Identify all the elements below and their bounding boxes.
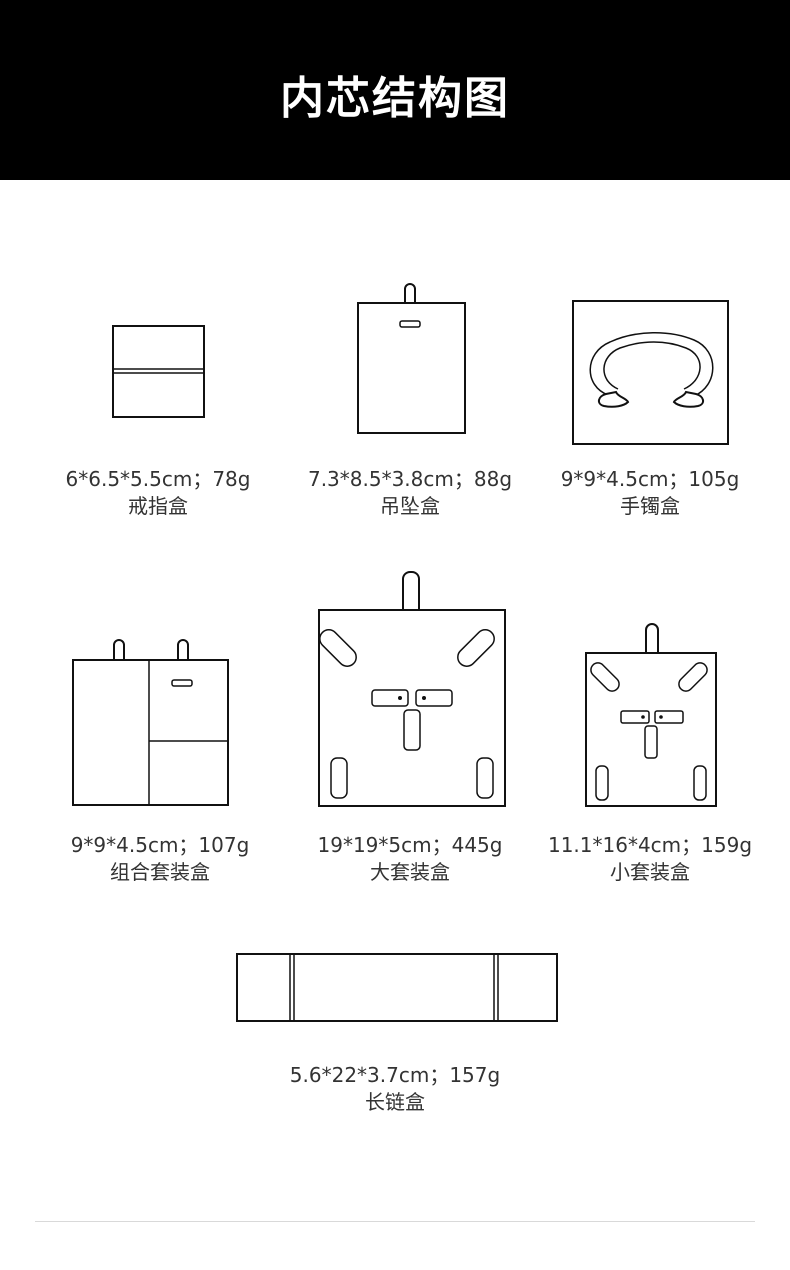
large-set-box-diagram (318, 571, 506, 807)
small-set-box-caption: 11.1*16*4cm；159g 小套装盒 (520, 832, 780, 886)
small-set-box-spec: 11.1*16*4cm；159g (547, 833, 753, 857)
bangle-box-spec: 9*9*4.5cm；105g (560, 467, 740, 491)
combo-set-box-spec: 9*9*4.5cm；107g (70, 833, 250, 857)
pendant-box-diagram (357, 283, 466, 434)
pendant-box-spec: 7.3*8.5*3.8cm；88g (307, 467, 513, 491)
bangle-box-caption: 9*9*4.5cm；105g 手镯盒 (520, 466, 780, 520)
combo-set-box-name: 组合套装盒 (110, 860, 210, 884)
bangle-box-diagram (572, 300, 729, 445)
long-chain-box-diagram (236, 953, 558, 1022)
large-set-box-spec: 19*19*5cm；445g (317, 833, 503, 857)
footer-divider (35, 1221, 755, 1222)
pendant-box-name: 吊坠盒 (380, 494, 440, 518)
ring-box-name: 戒指盒 (128, 494, 188, 518)
long-chain-box-caption: 5.6*22*3.7cm；157g 长链盒 (265, 1062, 525, 1116)
ring-box-caption: 6*6.5*5.5cm；78g 戒指盒 (28, 466, 288, 520)
ring-box-spec: 6*6.5*5.5cm；78g (65, 467, 251, 491)
small-set-box-diagram (585, 623, 717, 807)
header-banner: 内芯结构图 (0, 0, 790, 180)
ring-box-diagram (112, 325, 205, 418)
long-chain-box-spec: 5.6*22*3.7cm；157g (289, 1063, 501, 1087)
large-set-box-name: 大套装盒 (370, 860, 450, 884)
combo-set-box-diagram (72, 639, 229, 806)
page-title: 内芯结构图 (280, 73, 510, 124)
combo-set-box-caption: 9*9*4.5cm；107g 组合套装盒 (30, 832, 290, 886)
small-set-box-name: 小套装盒 (610, 860, 690, 884)
bangle-box-name: 手镯盒 (620, 494, 680, 518)
large-set-box-caption: 19*19*5cm；445g 大套装盒 (280, 832, 540, 886)
long-chain-box-name: 长链盒 (365, 1090, 425, 1114)
pendant-box-caption: 7.3*8.5*3.8cm；88g 吊坠盒 (280, 466, 540, 520)
